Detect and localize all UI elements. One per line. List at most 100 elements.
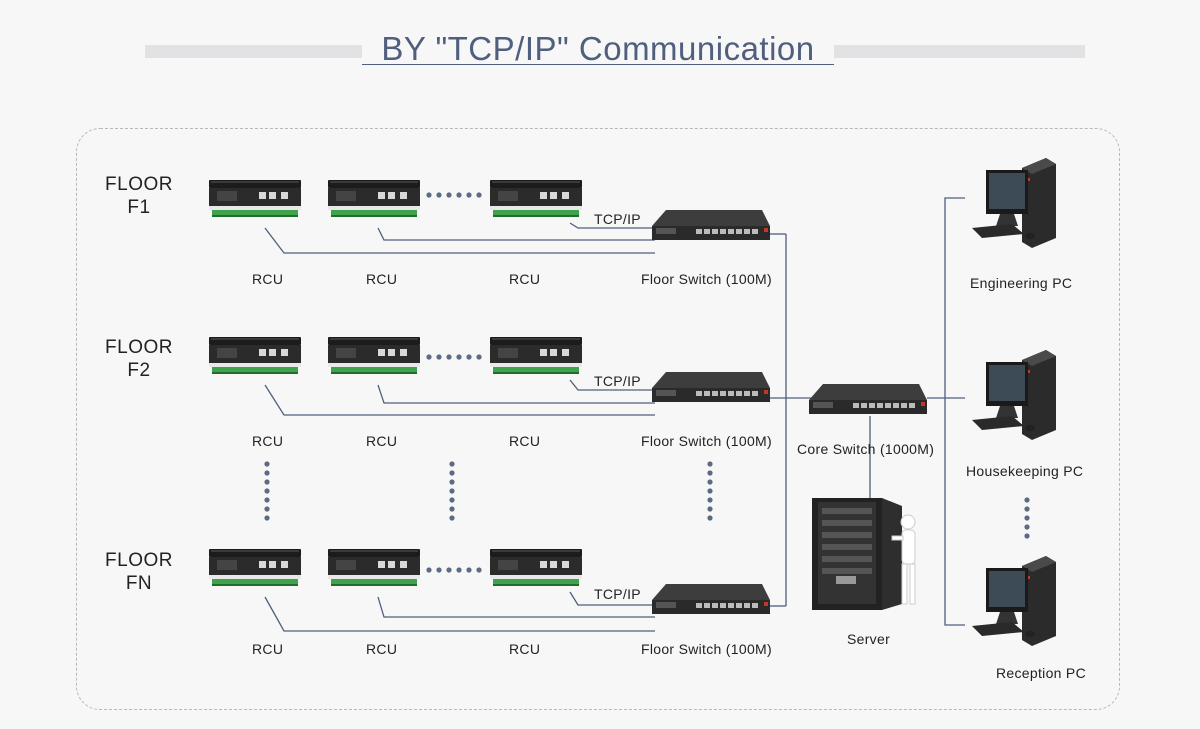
ellipsis-dot: [707, 479, 713, 485]
floor-name: FLOOR: [105, 174, 173, 195]
rcu-label: RCU: [366, 271, 398, 287]
ellipsis-dot: [264, 497, 270, 503]
floor-switch-label: Floor Switch (100M): [641, 433, 772, 449]
rcu-module-icon: [490, 549, 582, 586]
pc-label-reception: Reception PC: [996, 665, 1086, 681]
ellipsis-dot: [1024, 497, 1030, 503]
ellipsis-dot: [707, 506, 713, 512]
ellipsis-dot: [264, 488, 270, 494]
ellipsis-dot: [449, 515, 455, 521]
floor-level: FN: [125, 573, 153, 594]
rcu-label: RCU: [252, 433, 284, 449]
ellipsis-dot: [426, 192, 432, 198]
ellipsis-dot: [446, 354, 452, 360]
floor-label-f1: FLOOR F1: [99, 173, 179, 219]
rcu2-link-line: [377, 596, 655, 618]
ellipsis-dot: [707, 470, 713, 476]
desktop-pc-icon: [972, 158, 1056, 248]
ellipsis-dot: [446, 192, 452, 198]
rcu3-link-line: [569, 222, 655, 229]
desktop-pc-icon: [972, 350, 1056, 440]
core-switch-icon: [809, 384, 927, 414]
rcu-label: RCU: [366, 433, 398, 449]
page-title: BY "TCP/IP" Communication: [381, 30, 815, 67]
ellipsis-dot: [476, 567, 482, 573]
ellipsis-dot: [264, 515, 270, 521]
tcpip-label: TCP/IP: [594, 586, 641, 602]
ellipsis-dot: [707, 488, 713, 494]
ellipsis-dot: [426, 354, 432, 360]
rcu-module-icon: [209, 337, 301, 374]
rcu-module-icon: [209, 549, 301, 586]
ellipsis-dot: [264, 506, 270, 512]
ellipsis-dot: [1024, 515, 1030, 521]
network-switch-icon: [652, 210, 770, 240]
rcu-module-icon: [328, 337, 420, 374]
rcu-label: RCU: [509, 271, 541, 287]
rcu-module-icon: [209, 180, 301, 217]
ellipsis-dot: [449, 470, 455, 476]
ellipsis-dot: [264, 470, 270, 476]
rcu-module-icon: [490, 180, 582, 217]
server-label: Server: [847, 631, 891, 647]
title-backdrop: [362, 28, 834, 68]
ellipsis-dot: [436, 354, 442, 360]
ellipsis-dot: [449, 506, 455, 512]
ellipsis-dot: [1024, 506, 1030, 512]
rcu3-link-line: [569, 379, 655, 391]
ellipsis-dot: [1024, 524, 1030, 530]
ellipsis-dot: [456, 192, 462, 198]
ellipsis-dot: [264, 461, 270, 467]
ellipsis-dot: [466, 192, 472, 198]
ellipsis-dot: [476, 354, 482, 360]
floor-name: FLOOR: [105, 337, 173, 358]
rcu-module-icon: [328, 549, 420, 586]
title-underline: [362, 64, 834, 65]
pc-bus: [944, 197, 965, 626]
ellipsis-dot: [466, 567, 472, 573]
ellipsis-dot: [264, 479, 270, 485]
rcu3-link-line: [569, 591, 655, 606]
floor-switch-label: Floor Switch (100M): [641, 271, 772, 287]
ellipsis-dot: [707, 497, 713, 503]
rcu-label: RCU: [252, 641, 284, 657]
floor-label-fn: FLOOR FN: [99, 549, 179, 595]
ellipsis-dot: [456, 354, 462, 360]
rcu-module-icon: [328, 180, 420, 217]
tcpip-label: TCP/IP: [594, 373, 641, 389]
ellipsis-dot: [436, 192, 442, 198]
rcu-label: RCU: [252, 271, 284, 287]
rcu-module-icon: [490, 337, 582, 374]
ellipsis-dot: [1024, 533, 1030, 539]
floor-level: F1: [127, 197, 151, 218]
ellipsis-dot: [449, 479, 455, 485]
rcu1-link-line: [264, 384, 655, 416]
rcu1-link-line: [264, 227, 655, 254]
ellipsis-dot: [449, 461, 455, 467]
diagram-frame: [76, 128, 1120, 710]
network-switch-icon: [652, 372, 770, 402]
floor-switch-label: Floor Switch (100M): [641, 641, 772, 657]
desktop-pc-icon: [972, 556, 1056, 646]
ellipsis-dot: [456, 567, 462, 573]
ellipsis-dot: [449, 497, 455, 503]
floor-level: F2: [127, 360, 151, 381]
ellipsis-dot: [436, 567, 442, 573]
rcu2-link-line: [377, 384, 655, 404]
tcpip-label: TCP/IP: [594, 211, 641, 227]
ellipsis-dot: [466, 354, 472, 360]
ellipsis-dot: [446, 567, 452, 573]
rcu2-link-line: [377, 227, 655, 241]
ellipsis-dot: [476, 192, 482, 198]
floor-label-f2: FLOOR F2: [99, 336, 179, 382]
ellipsis-dot: [449, 488, 455, 494]
server-rack-icon: [812, 498, 916, 610]
pc-label-housekeeping: Housekeeping PC: [966, 463, 1084, 479]
rcu-label: RCU: [366, 641, 398, 657]
ellipsis-dot: [707, 461, 713, 467]
core-switch-label: Core Switch (1000M): [797, 441, 935, 457]
rcu-label: RCU: [509, 433, 541, 449]
floor-name: FLOOR: [105, 550, 173, 571]
rcu-label: RCU: [509, 641, 541, 657]
